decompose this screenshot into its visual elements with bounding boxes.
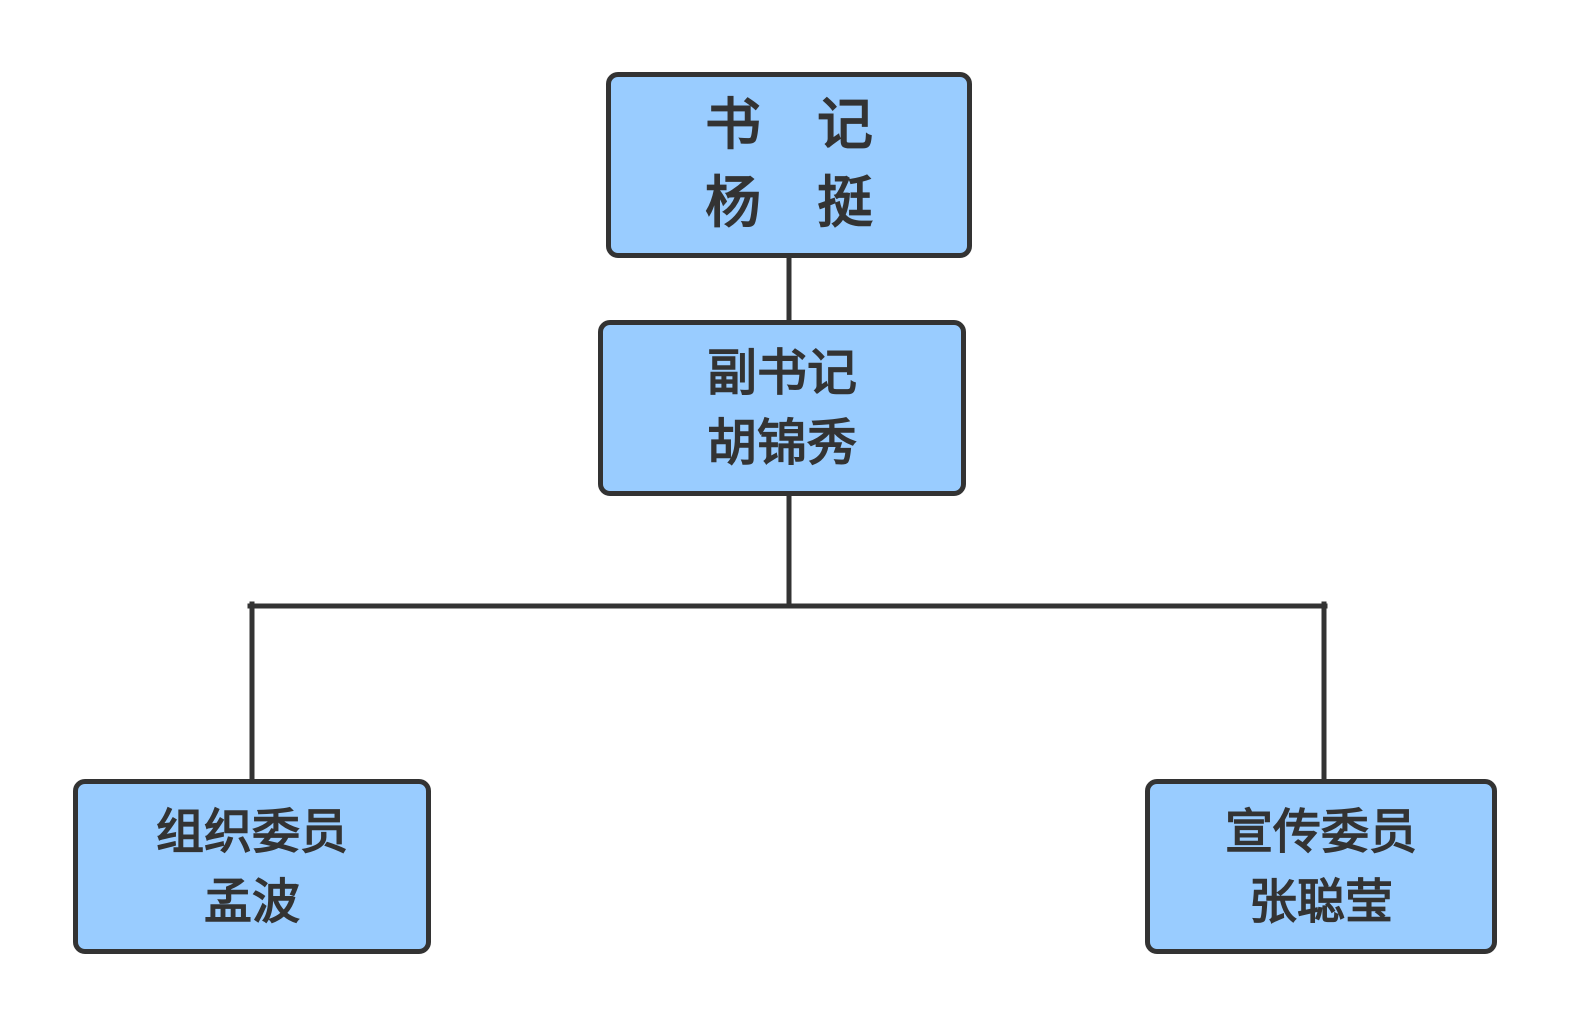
secretary-name: 杨 挺 (705, 171, 873, 236)
organization-member-role: 组织委员 (155, 803, 348, 860)
deputy-secretary-role: 副书记 (707, 344, 857, 402)
node-organization-member: 组织委员 孟波 (73, 779, 431, 954)
propaganda-member-name: 张聪莹 (1248, 873, 1393, 930)
secretary-role: 书 记 (705, 93, 873, 158)
node-propaganda-member: 宣传委员 张聪莹 (1145, 779, 1497, 954)
node-deputy-secretary: 副书记 胡锦秀 (598, 320, 966, 496)
node-secretary: 书 记 杨 挺 (606, 72, 972, 258)
organization-member-name: 孟波 (203, 873, 300, 930)
deputy-secretary-name: 胡锦秀 (707, 414, 857, 472)
propaganda-member-role: 宣传委员 (1224, 803, 1417, 860)
